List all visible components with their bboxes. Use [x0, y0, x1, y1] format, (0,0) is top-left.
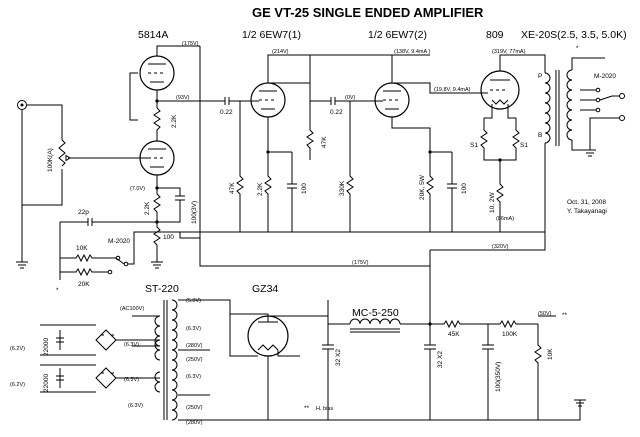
label-m2020-b: M-2020	[594, 73, 616, 80]
footer-date: Oct. 31, 2008	[567, 199, 606, 206]
label-022-a: 0.22	[220, 109, 233, 116]
hbias-label: H. bias	[316, 406, 333, 412]
tube-5814a-upper	[139, 55, 175, 91]
label-470k: 47K	[229, 182, 236, 194]
label-100-350v: 100(350V)	[495, 362, 502, 392]
label-100k-a: 100K(A)	[47, 148, 54, 172]
tube-6ew7-2	[374, 82, 410, 118]
label-2k2-cath: 2.2K	[144, 201, 151, 215]
label-100-c: 100	[461, 183, 468, 194]
label-63v-l2: (6.3V)	[124, 377, 139, 383]
ground-icon	[584, 149, 596, 157]
input-jack-icon	[17, 100, 27, 110]
label-100-3v: 100(3V)	[191, 201, 198, 224]
label-2k2-top: 2.2K	[171, 114, 178, 128]
tube-label-809: 809	[486, 29, 504, 41]
label-62v-a: (6.2V)	[10, 346, 25, 352]
power-transformer-label: ST-220	[145, 283, 179, 295]
label-63v-b: (6.3V)	[186, 374, 201, 380]
label-63v-l1: (6.3V)	[124, 342, 139, 348]
bridge-rectifier-b-icon	[95, 367, 117, 389]
label-62v-b: (6.2V)	[10, 382, 25, 388]
label-50v: (5.0V)	[186, 298, 201, 304]
transformer-label: XE-20S(2.5, 3.5, 5.0K)	[521, 29, 627, 41]
tube-809	[480, 70, 520, 110]
v1-mid-voltage: (93V)	[176, 95, 190, 101]
label-2k2-b: 2.2K	[257, 182, 264, 196]
bridge-rectifier-a-icon	[95, 329, 117, 351]
label-250v-a: (250V)	[186, 357, 203, 363]
label-47k: 47K	[321, 136, 328, 148]
v3-plate-voltage: (138V, 9.4mA )	[394, 49, 430, 55]
label-100-cath: 100	[163, 234, 174, 241]
ground-icon	[16, 261, 28, 269]
label-22p: 22p	[78, 209, 89, 216]
volume-pot-icon	[22, 139, 148, 206]
rectifier-label: GZ34	[252, 283, 278, 295]
label-22000-b: 22000	[43, 374, 50, 392]
v1-cathode-voltage: (7.0V)	[130, 186, 145, 192]
label-45k: 45K	[448, 331, 460, 338]
tap-b: B	[538, 132, 542, 139]
transformer-star: *	[576, 45, 579, 52]
tube-gz34	[230, 313, 289, 357]
label-100-b: 100	[301, 183, 308, 194]
b-175-voltage: (175V)	[352, 260, 369, 266]
label-10k: 10K	[76, 245, 88, 252]
label-s1-b: S1	[520, 142, 528, 149]
v4-grid-voltage: (19.8V, 9.4mA)	[434, 87, 471, 93]
tube-label-6ew7-1: 1/2 6EW7(1)	[242, 29, 301, 41]
label-32x2-a: 32 X2	[335, 349, 342, 366]
label-32x2-b: 32 X2	[437, 351, 444, 368]
v1-plate-voltage: (175V)	[182, 41, 199, 47]
choke-icon	[349, 318, 401, 333]
label-m2020-a: M-2020	[108, 238, 130, 245]
output-transformer-icon	[544, 69, 573, 146]
b-320-voltage: (320V)	[492, 244, 509, 250]
label-63v-c: (6.3V)	[128, 403, 143, 409]
schematic-title: GE VT-25 SINGLE ENDED AMPLIFIER	[252, 5, 484, 20]
hbias-mark: **	[304, 405, 310, 412]
ground-icon	[574, 399, 586, 407]
label-20k-5w: 20K, 5W	[419, 174, 426, 200]
coupling-dc-voltage: (0V)	[345, 95, 356, 101]
label-022-b: 0.22	[330, 109, 343, 116]
label-100k: 100K	[502, 331, 518, 338]
label-10k-bias: 10K	[547, 348, 554, 360]
footer-author: Y. Takayanagi	[567, 208, 607, 215]
tube-6ew7-1	[250, 82, 286, 118]
label-280v-a: (280V)	[186, 343, 203, 349]
choke-label: MC-5-250	[352, 307, 399, 319]
label-330k: 330K	[339, 180, 346, 196]
b-50-voltage: (50V)	[538, 311, 552, 317]
power-transformer-icon	[154, 299, 178, 421]
ground-icon	[151, 261, 163, 269]
label-280v-b: (280V)	[186, 420, 203, 426]
label-250v-b: (250V)	[186, 405, 203, 411]
tube-label-6ew7-2: 1/2 6EW7(2)	[368, 29, 427, 41]
label-20k: 20K	[78, 281, 90, 288]
hbias-mark-2: **	[562, 312, 568, 319]
v2-plate-voltage: (214V)	[272, 49, 289, 55]
label-s1-a: S1	[470, 142, 478, 149]
mark-star: *	[56, 287, 59, 294]
label-ac100: (AC100V)	[120, 306, 144, 312]
label-22000-a: 22000	[43, 338, 50, 356]
v4-plate-voltage: (319V, 77mA)	[492, 49, 526, 55]
current-86ma: (86mA)	[496, 216, 514, 222]
label-10-2w: 10, 2W	[489, 192, 496, 213]
tube-label-5814a: 5814A	[138, 29, 168, 41]
label-63v-a: (6.3V)	[186, 326, 201, 332]
tap-p: P	[538, 73, 542, 80]
